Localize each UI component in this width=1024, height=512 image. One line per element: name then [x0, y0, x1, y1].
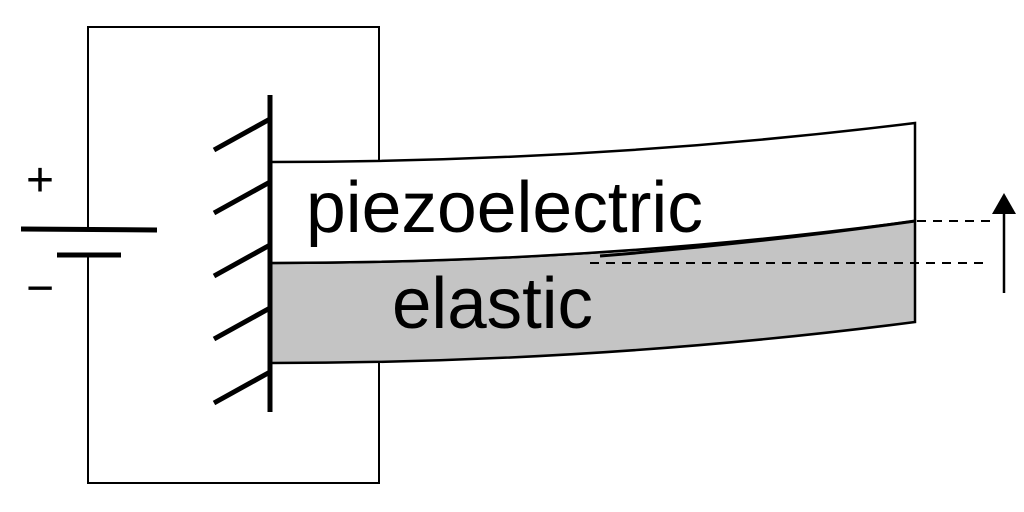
deflection-reference-lines	[590, 220, 990, 264]
elastic-label: elastic	[392, 264, 593, 344]
deflection-arrow-icon	[992, 193, 1016, 293]
circuit-wire	[87, 26, 380, 484]
battery-icon	[20, 226, 158, 258]
interface-line	[599, 219, 916, 258]
piezoelectric-label: piezoelectric	[306, 168, 703, 248]
fixed-wall-hatch-icon	[212, 95, 273, 412]
positive-terminal-symbol: +	[26, 154, 54, 207]
negative-terminal-symbol: −	[26, 262, 54, 315]
